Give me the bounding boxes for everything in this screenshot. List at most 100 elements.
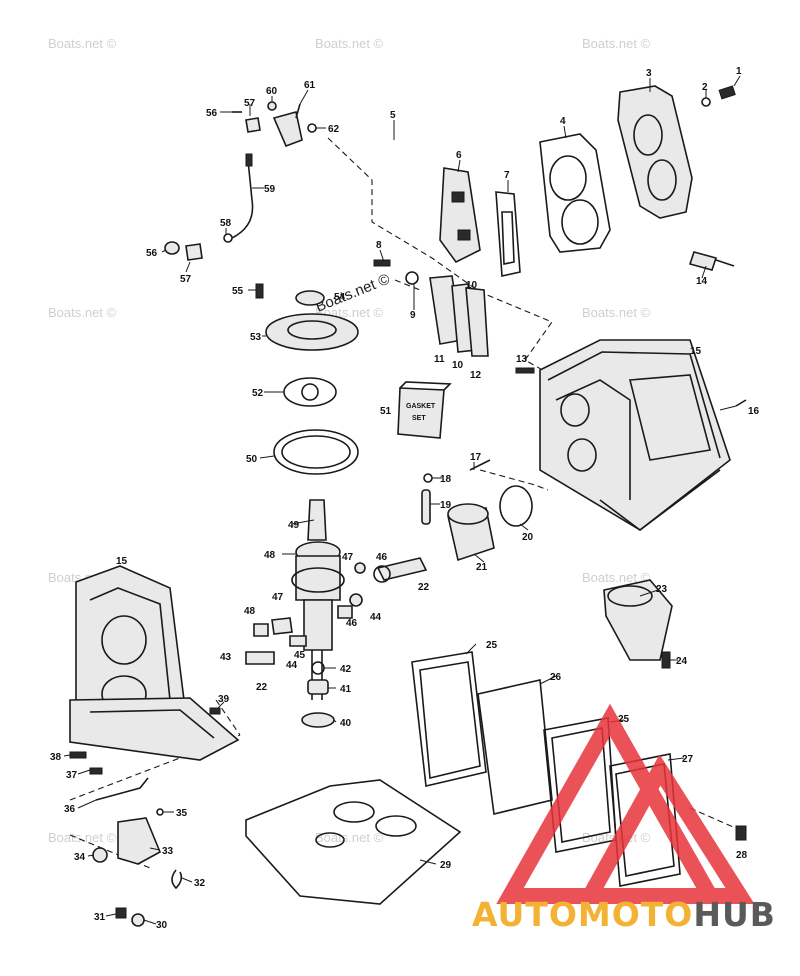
watermark: Boats.net © <box>315 36 384 51</box>
bearing-housing-parts <box>255 283 359 475</box>
callout-label: 5 <box>390 110 396 121</box>
callout-label: 10 <box>466 280 478 291</box>
callout-label: 46 <box>346 618 358 629</box>
callout-label: 22 <box>418 582 430 593</box>
callout-label: 37 <box>66 770 78 781</box>
callout-label: 26 <box>550 672 562 683</box>
piston-assembly <box>421 459 533 562</box>
callout-label: 51 <box>380 406 392 417</box>
callout-label: 43 <box>220 652 232 663</box>
callout-label: 47 <box>272 592 284 603</box>
callout-label: 53 <box>250 332 262 343</box>
svg-text:AUTOMOTOHUB: AUTOMOTOHUB <box>472 895 776 934</box>
callout-label: 29 <box>440 860 452 871</box>
callout-label: 60 <box>266 86 278 97</box>
thermostat-cover <box>439 167 481 264</box>
callout-label: 4 <box>560 116 566 127</box>
watermark: Boats.net © <box>315 830 384 845</box>
callout-label: 58 <box>220 218 232 229</box>
callout-label: 57 <box>244 98 256 109</box>
logo-triangle-icon <box>496 703 755 904</box>
callout-label: 39 <box>218 694 230 705</box>
throttle-linkage <box>164 101 317 261</box>
callout-label: 35 <box>176 808 188 819</box>
callout-label: 27 <box>682 754 694 765</box>
logo-text-auto: AUTO <box>472 895 578 934</box>
callout-label: 23 <box>656 584 668 595</box>
watermark: Boats.net © <box>582 305 651 320</box>
callout-label: 57 <box>180 274 192 285</box>
callout-label: 17 <box>470 452 482 463</box>
lower-bearings <box>301 661 335 728</box>
callout-label: 48 <box>244 606 256 617</box>
watermark: Boats.net © <box>48 830 117 845</box>
linkage-parts <box>69 707 221 927</box>
cylinder-head-gasket <box>539 133 611 253</box>
callout-label: 54 <box>334 292 346 303</box>
logo-text-hub: HUB <box>693 895 776 934</box>
callout-label: 55 <box>232 286 244 297</box>
callout-label: 28 <box>736 850 748 861</box>
callout-label: 45 <box>294 650 306 661</box>
exhaust-cover <box>603 579 673 669</box>
callout-label: 31 <box>94 912 106 923</box>
callout-label: 10 <box>452 360 464 371</box>
callout-label: 1 <box>736 66 742 77</box>
callout-label: 6 <box>456 150 462 161</box>
callout-label: 34 <box>74 852 86 863</box>
reed-plates <box>373 259 489 357</box>
cover-gasket <box>495 191 521 277</box>
callout-label: 33 <box>162 846 174 857</box>
callout-label: 36 <box>64 804 76 815</box>
callout-label: 11 <box>434 354 445 365</box>
callout-label: 38 <box>50 752 62 763</box>
kit-box-line-2: SET <box>412 415 426 422</box>
callout-leaders <box>63 75 741 925</box>
callout-label: 41 <box>340 684 352 695</box>
callout-label: 25 <box>486 640 498 651</box>
callout-label: 42 <box>340 664 352 675</box>
callout-label: 22 <box>256 682 268 693</box>
callout-label: 3 <box>646 68 652 79</box>
callout-label: 52 <box>252 388 264 399</box>
callout-label: 48 <box>264 550 276 561</box>
watermark: Boats.net © <box>582 570 651 585</box>
gasket-set-box: GASKET SET <box>397 381 452 439</box>
callout-label: 14 <box>696 276 708 287</box>
callout-label: 30 <box>156 920 168 931</box>
logo-text-moto: MOTO <box>578 895 693 934</box>
callout-label: 13 <box>516 354 528 365</box>
callout-label: 2 <box>702 82 708 93</box>
callout-label: 16 <box>748 406 760 417</box>
crankcase-housing <box>69 565 240 761</box>
callout-label: 40 <box>340 718 352 729</box>
watermark: Boats.net © <box>582 36 651 51</box>
head-bolt <box>701 85 736 107</box>
callout-label: 50 <box>246 454 258 465</box>
cylinder-block <box>515 339 747 531</box>
callout-label: 9 <box>410 310 416 321</box>
callout-label: 19 <box>440 500 452 511</box>
callout-label: 44 <box>286 660 298 671</box>
callout-label: 47 <box>342 552 354 563</box>
callout-label: 20 <box>522 532 534 543</box>
callout-label: 59 <box>264 184 276 195</box>
callout-label: 61 <box>304 80 316 91</box>
callout-label: 12 <box>470 370 482 381</box>
callout-label: 24 <box>676 656 688 667</box>
callout-label: 8 <box>376 240 382 251</box>
kit-box-line-1: GASKET <box>406 403 436 410</box>
callout-label: 32 <box>194 878 206 889</box>
callout-label: 56 <box>146 248 158 259</box>
automotohub-logo: AUTOMOTOHUB <box>472 703 776 934</box>
callout-label: 15 <box>116 556 128 567</box>
callout-label: 49 <box>288 520 300 531</box>
callout-label: 44 <box>370 612 382 623</box>
callout-label: 56 <box>206 108 218 119</box>
callout-label: 25 <box>618 714 630 725</box>
cylinder-head-cover <box>617 85 693 219</box>
callout-label: 18 <box>440 474 452 485</box>
callout-label: 15 <box>690 346 702 357</box>
callout-labels: 1 2 3 4 5 6 7 8 9 10 10 11 12 13 14 15 1… <box>50 66 760 931</box>
